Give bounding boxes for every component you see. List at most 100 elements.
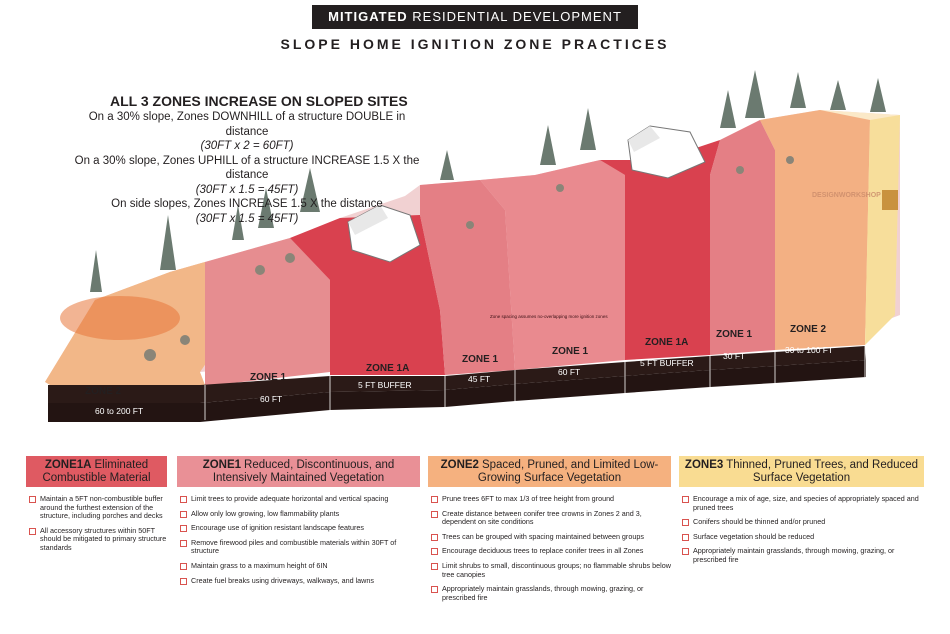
zone2-item-text: Trees can be grouped with spacing mainta… bbox=[442, 531, 644, 541]
zone-label-7: ZONE 2 bbox=[790, 324, 827, 335]
checkbox-icon bbox=[180, 525, 187, 533]
checkbox-icon bbox=[180, 496, 187, 503]
zone2-item: Appropriately maintain grasslands, throu… bbox=[428, 584, 671, 602]
distance-4: 60 FT bbox=[558, 367, 580, 377]
zone1-item: Create fuel breaks using driveways, walk… bbox=[177, 576, 420, 586]
band-zone1-c bbox=[480, 160, 625, 370]
zone2-item-text: Create distance between conifer tree cro… bbox=[442, 508, 642, 527]
zone1-item-text: Maintain grass to a maximum height of 6I… bbox=[191, 560, 328, 570]
info-heading: ALL 3 ZONES INCREASE ON SLOPED SITES bbox=[110, 93, 408, 109]
title-rest: RESIDENTIAL DEVELOPMENT bbox=[412, 9, 622, 24]
zone1-item-text: Encourage use of ignition resistant land… bbox=[191, 523, 365, 533]
zone2-item: Limit shrubs to small, discontinuous gro… bbox=[428, 560, 671, 579]
zone-label-5: ZONE 1A bbox=[645, 337, 688, 348]
distance-5: 5 FT BUFFER bbox=[640, 358, 694, 368]
checkbox-icon bbox=[682, 548, 689, 556]
zone-label-1: ZONE 1 bbox=[250, 372, 287, 383]
distance-2: 5 FT BUFFER bbox=[358, 380, 412, 390]
subtitle: SLOPE HOME IGNITION ZONE PRACTICES bbox=[280, 36, 670, 52]
checkbox-icon bbox=[180, 562, 187, 570]
distance-7: 30 to 100 FT bbox=[785, 345, 833, 355]
zone2-item-text: Appropriately maintain grasslands, throu… bbox=[442, 584, 644, 602]
checkbox-icon bbox=[180, 577, 187, 585]
checkbox-icon bbox=[431, 548, 438, 556]
zone1-item-text: Remove firewood piles and combustible ma… bbox=[191, 537, 397, 556]
zone1-item: Limit trees to provide adequate horizont… bbox=[177, 494, 420, 504]
info-line1: On a 30% slope, Zones DOWNHILL of a stru… bbox=[88, 111, 406, 138]
checkbox-icon bbox=[431, 510, 438, 518]
checkbox-icon bbox=[180, 539, 187, 547]
distance-6: 30 FT bbox=[723, 351, 745, 361]
zone1-item: Maintain grass to a maximum height of 6I… bbox=[177, 560, 420, 571]
zone2-item-text: Limit shrubs to small, discontinuous gro… bbox=[442, 560, 671, 579]
band-zone1-a bbox=[205, 238, 330, 385]
house-right-icon bbox=[627, 125, 706, 179]
checkbox-icon bbox=[431, 533, 438, 541]
distance-3: 45 FT bbox=[468, 374, 490, 384]
zone1a-code: ZONE1A bbox=[44, 458, 92, 471]
zone3-code: ZONE3 bbox=[684, 458, 724, 471]
info-line2: On a 30% slope, Zones UPHILL of a struct… bbox=[74, 154, 420, 182]
fire-smoke bbox=[60, 296, 180, 340]
house-left-icon bbox=[347, 204, 421, 263]
zone3-item-text: Appropriately maintain grasslands, throu… bbox=[693, 546, 895, 564]
zone1a-item-text: Maintain a 5FT non-combustible buffer ar… bbox=[40, 494, 163, 521]
checkbox-icon bbox=[431, 562, 438, 570]
checkbox-icon bbox=[431, 586, 438, 594]
zone3-list: Encourage a mix of age, size, and specie… bbox=[679, 494, 924, 565]
checkbox-icon bbox=[682, 519, 689, 527]
checkbox-icon bbox=[682, 533, 689, 541]
zone-label-3: ZONE 1 bbox=[462, 354, 499, 365]
band-zone2-right bbox=[760, 110, 870, 350]
zone1a-title: Eliminated Combustible Material bbox=[42, 458, 151, 484]
zone2-item-text: Prune trees 6FT to max 1/3 of tree heigh… bbox=[442, 494, 615, 503]
info-line2-formula: (30FT x 1.5 = 45FT) bbox=[195, 183, 299, 196]
distance-1: 60 FT bbox=[260, 394, 282, 404]
zone1a-list: Maintain a 5FT non-combustible buffer ar… bbox=[26, 494, 167, 553]
zone2-item: Encourage deciduous trees to replace con… bbox=[428, 547, 671, 556]
zone1-list: Limit trees to provide adequate horizont… bbox=[177, 494, 420, 586]
zone1-code: ZONE1 bbox=[202, 458, 242, 471]
zone2-item: Prune trees 6FT to max 1/3 of tree heigh… bbox=[428, 494, 671, 504]
zone1-item: Encourage use of ignition resistant land… bbox=[177, 523, 420, 533]
watermark: DESIGNWORKSHOP bbox=[812, 192, 881, 199]
zone3-item-text: Surface vegetation should be reduced bbox=[693, 531, 815, 541]
zone-label-6: ZONE 1 bbox=[716, 329, 753, 340]
tree-icons bbox=[90, 70, 886, 292]
slope-info: ALL 3 ZONES INCREASE ON SLOPED SITES On … bbox=[66, 93, 428, 226]
checkbox-icon bbox=[682, 496, 689, 503]
band-zone1-d bbox=[710, 120, 775, 355]
logo-sign-icon bbox=[882, 190, 898, 210]
zone-label-0: ZONE 2 bbox=[85, 386, 122, 397]
zone3-title: Thinned, Pruned Trees, and Reduced Surfa… bbox=[726, 458, 919, 484]
checkbox-icon bbox=[431, 496, 438, 503]
zone2-item: Trees can be grouped with spacing mainta… bbox=[428, 531, 671, 542]
zone1-item-text: Limit trees to provide adequate horizont… bbox=[191, 494, 389, 503]
info-line1-formula: (30FT x 2 = 60FT) bbox=[200, 140, 294, 152]
zone1-item: Allow only low growing, low flammability… bbox=[177, 508, 420, 519]
zone3-item: Surface vegetation should be reduced bbox=[679, 531, 924, 542]
ground-base bbox=[48, 360, 866, 422]
zone1-item-text: Allow only low growing, low flammability… bbox=[191, 508, 340, 518]
zone1-title: Reduced, Discontinuous, and Intensively … bbox=[212, 458, 395, 484]
checkbox-icon bbox=[29, 527, 36, 535]
zone2-item: Create distance between conifer tree cro… bbox=[428, 508, 671, 527]
checkbox-icon bbox=[29, 496, 36, 503]
zone1a-item: All accessory structures within 50FT sho… bbox=[26, 525, 167, 553]
zone-label-2: ZONE 1A bbox=[366, 363, 409, 374]
zone2-item-text: Encourage deciduous trees to replace con… bbox=[442, 546, 644, 556]
zone2-list: Prune trees 6FT to max 1/3 of tree heigh… bbox=[428, 494, 671, 602]
zone3-item: Encourage a mix of age, size, and specie… bbox=[679, 494, 924, 512]
zone1-item: Remove firewood piles and combustible ma… bbox=[177, 537, 420, 556]
zone3-item: Conifers should be thinned and/or pruned bbox=[679, 517, 924, 527]
band-zone1-b bbox=[420, 180, 515, 375]
zone1a-item-text: All accessory structures within 50FT sho… bbox=[40, 525, 167, 552]
info-line3-formula: (30FT x 1.5 = 45FT) bbox=[195, 212, 299, 225]
